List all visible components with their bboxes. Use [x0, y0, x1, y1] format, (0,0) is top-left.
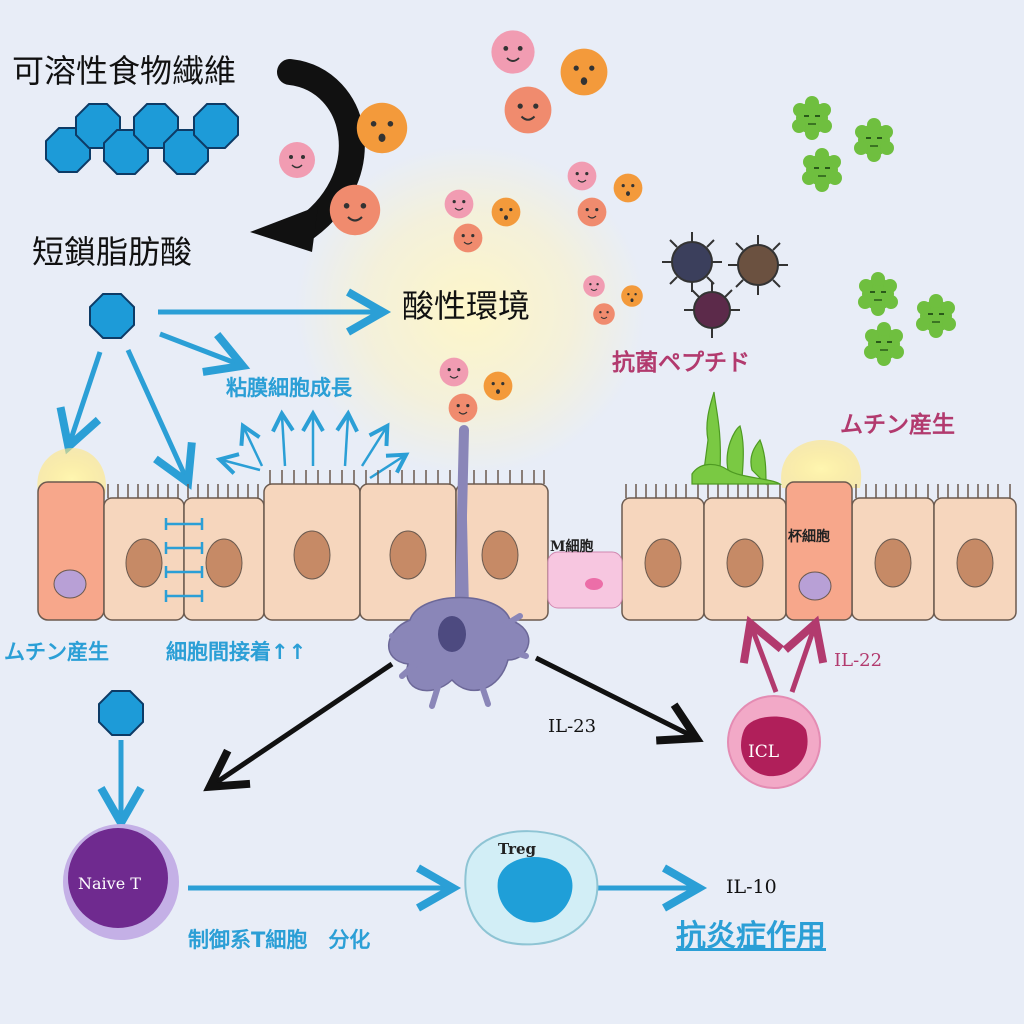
scfa-octagon [89, 293, 135, 339]
il22-label: IL-22 [834, 650, 883, 671]
antimicrobial-peptide-label: 抗菌ペプチド [612, 350, 750, 376]
m-cell-label: M細胞 [550, 539, 594, 555]
mucosal-growth-label: 粘膜細胞成長 [226, 376, 352, 400]
scfa-octagon-small [98, 690, 144, 736]
epithelium [37, 470, 1017, 621]
naive-t-label: Naive T [78, 874, 141, 893]
acidic-environment-label: 酸性環境 [402, 287, 531, 325]
blue-arrows [56, 288, 708, 912]
il23-label: IL-23 [548, 716, 597, 737]
cell-junction-label: 細胞間接着↑↑ [166, 640, 307, 664]
icl-cell [727, 695, 821, 789]
mucin-production-label-right: ムチン産生 [840, 412, 955, 438]
dendritic-cell [388, 425, 530, 709]
naive-t-cell [63, 824, 179, 940]
pathogen-bacteria [662, 232, 788, 338]
fermentation-arrow [250, 59, 365, 252]
growth-arrows [215, 409, 410, 480]
mucin-production-label-left: ムチン産生 [4, 640, 109, 664]
fiber-label: 可溶性食物繊維 [12, 52, 237, 90]
icl-label: ICL [748, 742, 780, 762]
scfa-label: 短鎖脂肪酸 [32, 233, 193, 271]
antimicrobial-peptides [691, 391, 783, 486]
fiber-chain [45, 103, 239, 175]
treg-cell [464, 830, 599, 946]
treg-label: Treg [498, 840, 537, 858]
treg-differentiation-label: 制御系T細胞 分化 [188, 928, 371, 952]
anti-inflammatory-label: 抗炎症作用 [676, 919, 826, 954]
il10-label: IL-10 [726, 876, 777, 898]
goblet-cell-label: 杯細胞 [788, 529, 830, 545]
